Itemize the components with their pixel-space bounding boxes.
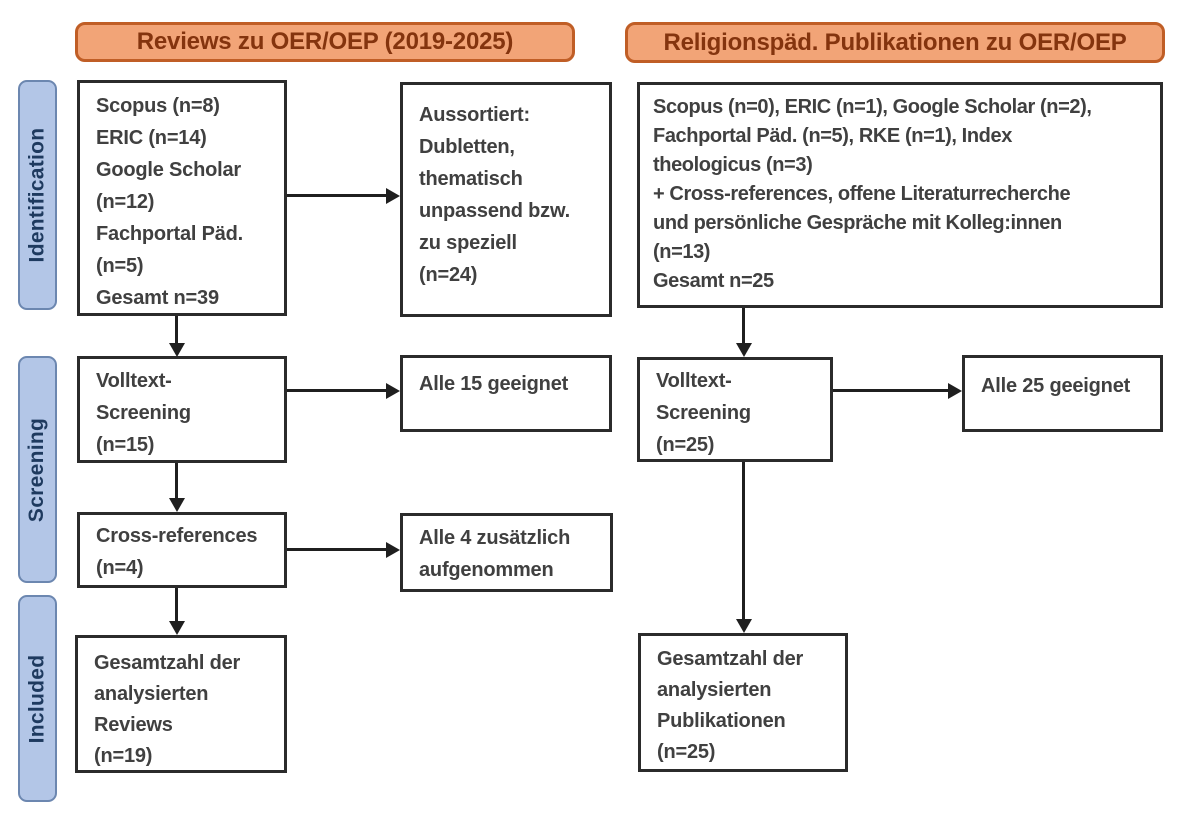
box-right-fulltext-result: Alle 25 geeignet bbox=[962, 355, 1163, 432]
box-left-identification-sources: Scopus (n=8) ERIC (n=14) Google Scholar … bbox=[77, 80, 287, 316]
box-left-cross-references-result: Alle 4 zusätzlich aufgenommen bbox=[400, 513, 613, 592]
arrowhead-down-icon bbox=[168, 343, 185, 357]
column-header-reviews: Reviews zu OER/OEP (2019-2025) bbox=[75, 22, 575, 62]
box-left-fulltext-result: Alle 15 geeignet bbox=[400, 355, 612, 432]
stage-label-identification-text: Identification bbox=[25, 127, 49, 263]
box-left-excluded: Aussortiert: Dubletten, thematisch unpas… bbox=[400, 82, 612, 317]
arrow-right-sources-to-fulltext bbox=[735, 308, 752, 357]
stage-label-included: Included bbox=[18, 595, 57, 802]
arrowhead-down-icon bbox=[735, 619, 752, 633]
box-left-fulltext-screening: Volltext- Screening (n=15) bbox=[77, 356, 287, 463]
arrow-right-fulltext-to-included bbox=[735, 462, 752, 633]
arrowhead-right-icon bbox=[948, 382, 962, 399]
box-right-identification-sources: Scopus (n=0), ERIC (n=1), Google Scholar… bbox=[637, 82, 1163, 308]
stage-label-identification: Identification bbox=[18, 80, 57, 310]
stage-label-screening: Screening bbox=[18, 356, 57, 583]
box-left-included-total: Gesamtzahl der analysierten Reviews (n=1… bbox=[75, 635, 287, 773]
arrow-right-fulltext-to-result bbox=[833, 382, 962, 399]
column-header-religionspaed-publikationen: Religionspäd. Publikationen zu OER/OEP bbox=[625, 22, 1165, 63]
arrowhead-right-icon bbox=[386, 541, 400, 558]
arrowhead-right-icon bbox=[386, 187, 400, 204]
arrowhead-down-icon bbox=[735, 343, 752, 357]
stage-label-included-text: Included bbox=[25, 654, 49, 743]
arrow-left-sources-to-excluded bbox=[287, 187, 400, 204]
box-left-cross-references: Cross-references (n=4) bbox=[77, 512, 287, 588]
arrow-left-crossref-to-result bbox=[287, 541, 400, 558]
box-right-included-total: Gesamtzahl der analysierten Publikatione… bbox=[638, 633, 848, 772]
arrow-left-sources-to-fulltext bbox=[168, 316, 185, 357]
arrowhead-right-icon bbox=[386, 382, 400, 399]
box-right-fulltext-screening: Volltext- Screening (n=25) bbox=[637, 357, 833, 462]
arrow-left-fulltext-to-crossref bbox=[168, 463, 185, 512]
stage-label-screening-text: Screening bbox=[25, 417, 49, 522]
arrowhead-down-icon bbox=[168, 498, 185, 512]
arrowhead-down-icon bbox=[168, 621, 185, 635]
arrow-left-crossref-to-included bbox=[168, 588, 185, 635]
arrow-left-fulltext-to-result bbox=[287, 382, 400, 399]
